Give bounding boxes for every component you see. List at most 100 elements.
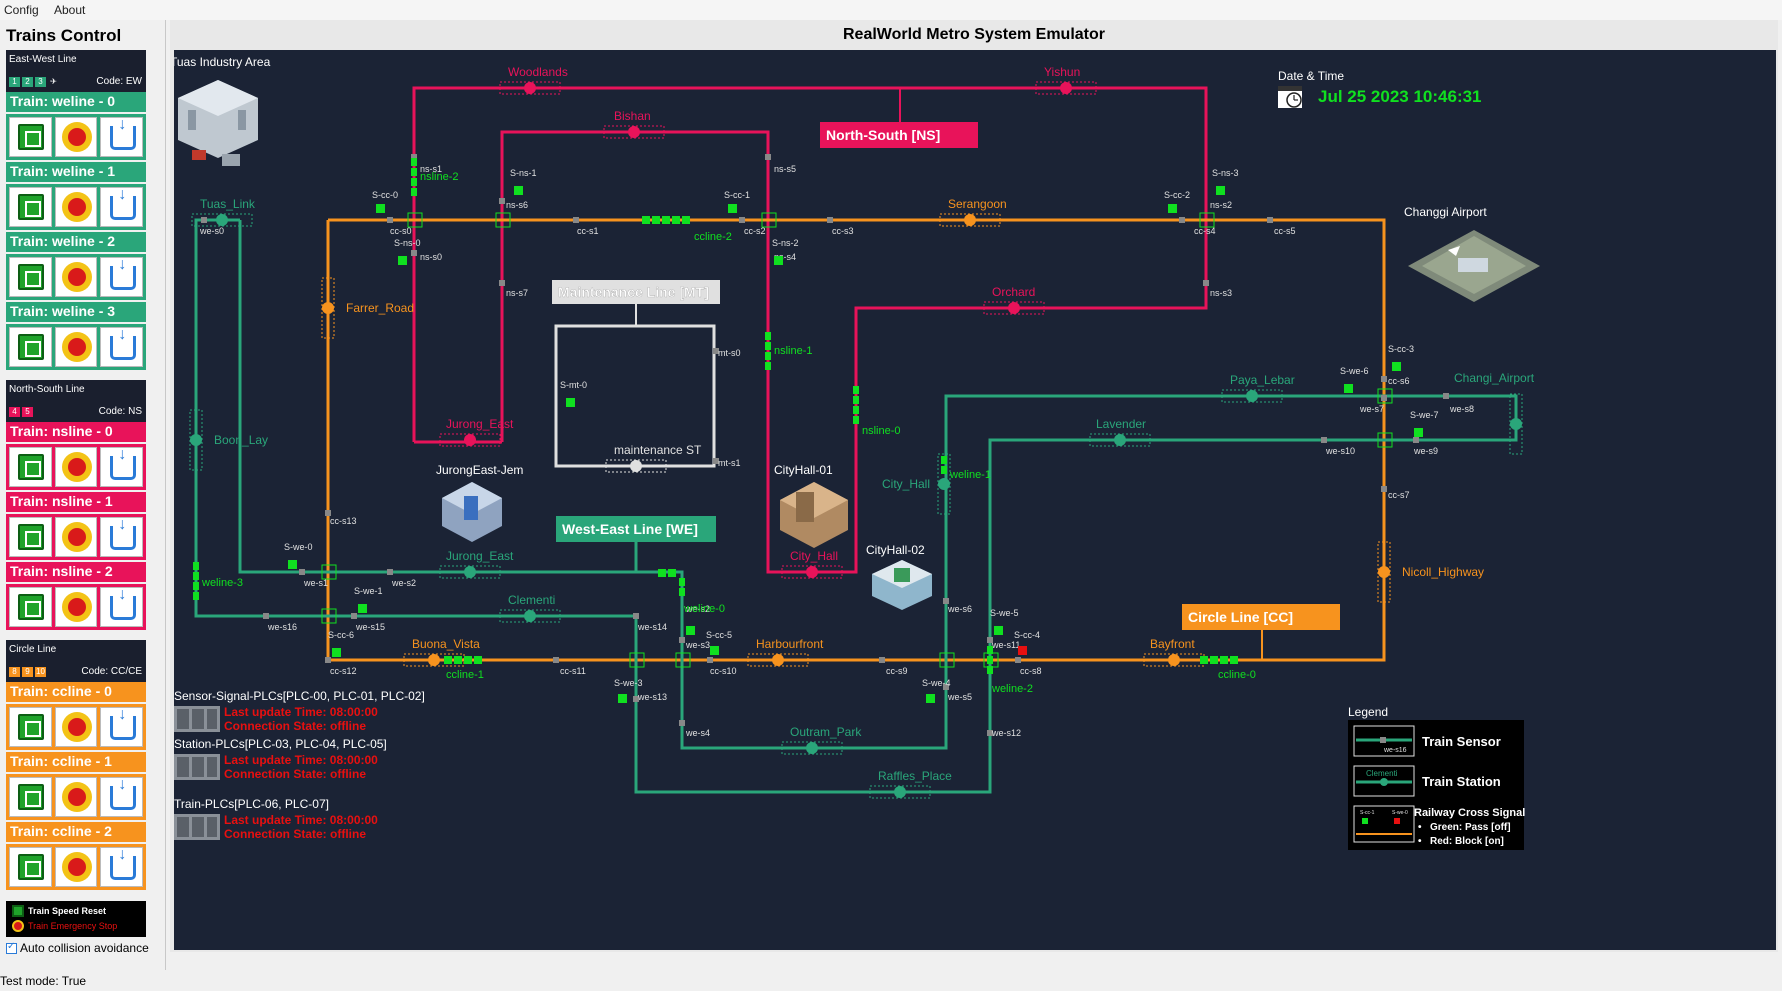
emergency-stop-button[interactable] <box>54 447 98 487</box>
emergency-stop-button[interactable] <box>54 707 98 747</box>
speed-reset-button[interactable] <box>9 447 52 487</box>
emergency-stop-button[interactable] <box>54 847 98 887</box>
station-harbourfront[interactable]: Harbourfront <box>747 637 824 667</box>
date-time-block: Date & Time Jul 25 2023 10:46:31 <box>1278 69 1482 108</box>
station-jurong-east-we[interactable]: Jurong_East <box>439 549 514 579</box>
emergency-stop-button[interactable] <box>54 117 98 157</box>
svg-text:S-cc-0: S-cc-0 <box>372 190 398 200</box>
station-bishan[interactable]: Bishan <box>603 109 665 139</box>
unload-button[interactable] <box>100 706 144 747</box>
station-boon-lay[interactable]: Boon_Lay <box>189 409 268 471</box>
svg-text:S-we-0: S-we-0 <box>1392 810 1408 816</box>
svg-text:Last update Time: 08:00:00: Last update Time: 08:00:00 <box>224 753 378 767</box>
station-nicoll-highway[interactable]: Nicoll_Highway <box>1377 541 1484 603</box>
cc-dot: 9 <box>22 667 33 677</box>
auto-collision-checkbox[interactable]: Auto collision avoidance <box>6 941 149 955</box>
unload-button[interactable] <box>100 846 144 887</box>
stop-icon <box>12 920 24 932</box>
speed-reset-button[interactable] <box>9 777 52 817</box>
station-maintenance-st[interactable]: maintenance ST <box>605 443 702 473</box>
sensor-label: we-s2 <box>391 578 416 588</box>
signal-green-icon <box>1216 186 1225 195</box>
train-control-nsline-0: Train: nsline - 0 <box>6 422 146 490</box>
train-control-ccline-1: Train: ccline - 1 <box>6 752 146 820</box>
signal-red-icon <box>1018 646 1027 655</box>
signal-green-icon <box>566 398 575 407</box>
unload-button[interactable] <box>100 776 144 817</box>
speed-reset-button[interactable] <box>9 517 52 557</box>
speed-reset-button[interactable] <box>9 587 52 627</box>
speed-reset-button[interactable] <box>9 327 52 367</box>
svg-text:Circle Line [CC]: Circle Line [CC] <box>1188 609 1293 625</box>
station-raffles-place[interactable]: Raffles_Place <box>869 769 952 799</box>
station-city-hall-we[interactable]: City_Hall <box>882 453 951 515</box>
station-lavender[interactable]: Lavender <box>1089 417 1151 447</box>
svg-text:Paya_Lebar: Paya_Lebar <box>1230 373 1295 387</box>
emergency-stop-button[interactable] <box>54 587 98 627</box>
svg-text:Jurong_East: Jurong_East <box>446 417 514 431</box>
plane-icon: ✈ <box>50 77 57 86</box>
svg-text:Raffles_Place: Raffles_Place <box>878 769 952 783</box>
server-rack-icon <box>174 814 220 840</box>
sensor-label: we-s14 <box>637 622 667 632</box>
emergency-stop-button[interactable] <box>54 187 98 227</box>
emergency-stop-button[interactable] <box>54 257 98 297</box>
station-bayfront[interactable]: Bayfront <box>1143 637 1205 667</box>
station-farrer-road[interactable]: Farrer_Road <box>321 277 414 339</box>
checkbox-icon[interactable] <box>6 941 17 954</box>
speed-reset-button[interactable] <box>9 187 52 227</box>
svg-text:City_Hall: City_Hall <box>882 477 930 491</box>
svg-text:S-ns-0: S-ns-0 <box>394 238 421 248</box>
menu-config[interactable]: Config <box>4 3 39 17</box>
station-yishun[interactable]: Yishun <box>1035 65 1097 95</box>
station-clementi[interactable]: Clementi <box>499 593 561 623</box>
emergency-stop-button[interactable] <box>54 517 98 557</box>
auto-collision-label: Auto collision avoidance <box>20 941 149 955</box>
we-line-label: West-East Line [WE] <box>556 516 716 542</box>
station-city-hall-ns[interactable]: City_Hall <box>781 549 843 579</box>
sensor-label: cc-s10 <box>710 666 737 676</box>
speed-reset-button[interactable] <box>9 847 52 887</box>
map-legend: Legend we-s16 Train Sensor Clementi Trai… <box>1348 705 1525 850</box>
plc-block-station: Station-PLCs[PLC-03, PLC-04, PLC-05] Las… <box>174 737 387 781</box>
svg-text:nsline-2: nsline-2 <box>420 171 459 183</box>
emergency-stop-button[interactable] <box>54 327 98 367</box>
unload-button[interactable] <box>100 586 144 627</box>
station-woodlands[interactable]: Woodlands <box>499 65 568 95</box>
unload-button[interactable] <box>100 326 144 367</box>
svg-text:S-we-3: S-we-3 <box>614 678 643 688</box>
station-paya-lebar[interactable]: Paya_Lebar <box>1221 373 1295 403</box>
unload-button[interactable] <box>100 446 144 487</box>
sensor-label: ns-s4 <box>774 252 796 262</box>
menu-about[interactable]: About <box>54 3 86 17</box>
station-outram-park[interactable]: Outram_Park <box>781 725 862 755</box>
speed-reset-button[interactable] <box>9 117 52 157</box>
unload-button[interactable] <box>100 186 144 227</box>
unload-button[interactable] <box>100 116 144 157</box>
station-tuas-link[interactable]: Tuas_Link <box>191 197 256 227</box>
station-jurong-east-ns[interactable]: Jurong_East <box>439 417 514 447</box>
sensor <box>201 154 1449 736</box>
signal-green-icon <box>514 186 523 195</box>
train-control-weline-3: Train: weline - 3 <box>6 302 146 370</box>
unload-button[interactable] <box>100 256 144 297</box>
date-time-value: Jul 25 2023 10:46:31 <box>1318 87 1482 106</box>
train-ccline-2: ccline-2 <box>642 216 732 243</box>
sensor-label: we-s16 <box>267 622 297 632</box>
signal-green-icon <box>288 560 297 569</box>
svg-text:Station-PLCs[PLC-03, PLC-04, P: Station-PLCs[PLC-03, PLC-04, PLC-05] <box>174 737 387 751</box>
station-changi-airport[interactable]: Changi_Airport <box>1454 371 1535 455</box>
speed-reset-button[interactable] <box>9 707 52 747</box>
emergency-stop-button[interactable] <box>54 777 98 817</box>
speed-reset-button[interactable] <box>9 257 52 297</box>
svg-text:S-we-6: S-we-6 <box>1340 366 1369 376</box>
sensor-label: we-s2 <box>685 604 710 614</box>
control-legend: Train Speed Reset Train Emergency Stop <box>6 901 146 937</box>
svg-text:Sensor-Signal-PLCs[PLC-00, PLC: Sensor-Signal-PLCs[PLC-00, PLC-01, PLC-0… <box>174 689 425 703</box>
svg-text:S-cc-4: S-cc-4 <box>1014 630 1040 640</box>
station-serangoon[interactable]: Serangoon <box>939 197 1007 227</box>
station-orchard[interactable]: Orchard <box>983 285 1045 315</box>
unload-button[interactable] <box>100 516 144 557</box>
legend-stop-label: Train Emergency Stop <box>28 921 118 931</box>
factory-icon <box>178 80 258 166</box>
